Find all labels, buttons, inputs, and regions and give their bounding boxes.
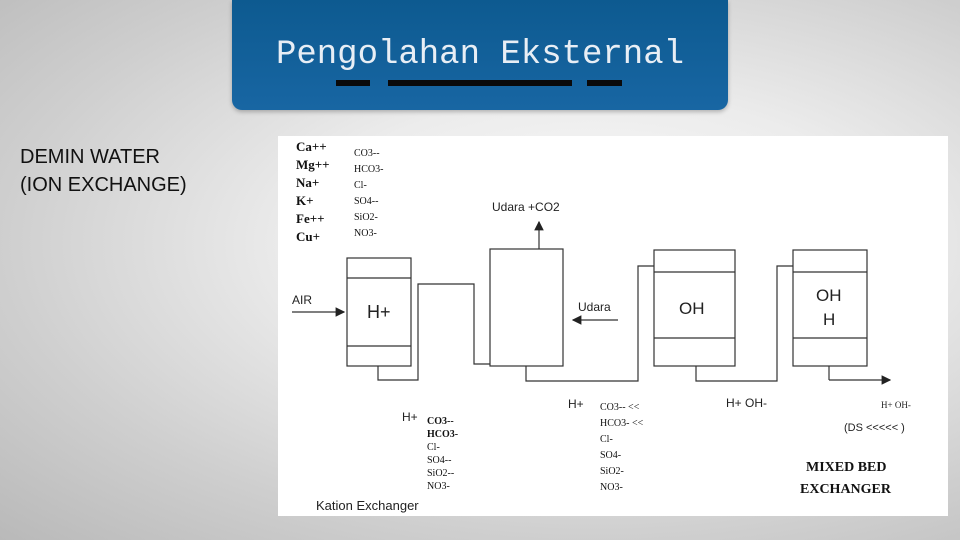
side-label: DEMIN WATER (ION EXCHANGE) (20, 143, 187, 199)
anion-label: NO3- (600, 482, 623, 493)
air-label: AIR (292, 293, 312, 307)
anion-label: Cl- (354, 180, 367, 191)
stream1-anion-list: CO3-- HCO3- (427, 416, 458, 440)
stream3-label: H+ OH- (726, 396, 767, 410)
anion-label: HCO3- (427, 429, 458, 440)
mixed-resin-label-1: OH (816, 286, 842, 305)
stream1-cation: H+ (402, 410, 418, 424)
cation-list: Ca++ Mg++ Na+ K+ Fe++ Cu+ (296, 139, 330, 244)
anion-exchanger-tank (653, 249, 736, 367)
mixed-resin-label-2: H (823, 310, 835, 329)
anion-label: SO4- (600, 450, 621, 461)
mixed-bed-tank (792, 249, 868, 367)
mixed-bed-label-2: EXCHANGER (800, 482, 892, 497)
anion-label: SiO2- (354, 212, 378, 223)
degasser-in-label: Udara (578, 300, 611, 314)
page-title: Pengolahan Eksternal (275, 36, 685, 74)
anion-label: CO3-- (427, 416, 454, 427)
anion-label: NO3- (354, 228, 377, 239)
anion-label: Cl- (427, 442, 440, 453)
cation-label: Ca++ (296, 139, 327, 154)
anion-label: HCO3- (354, 164, 383, 175)
pipe-2 (525, 265, 654, 382)
underline-mark (336, 80, 370, 86)
cation-exchanger-tank (346, 257, 412, 367)
cation-label: Mg++ (296, 157, 330, 172)
pipe-1 (377, 283, 490, 381)
anion-list: CO3-- HCO3- Cl- SO4-- SiO2- NO3- (354, 148, 383, 239)
cation-resin-label: H+ (367, 302, 391, 322)
title-banner: Pengolahan Eksternal (232, 0, 728, 110)
underline-mark (587, 80, 622, 86)
underline-mark (388, 80, 572, 86)
stream4-label: H+ OH- (881, 400, 911, 410)
stream2-anion-list: CO3-- << HCO3- << Cl- SO4- SiO2- NO3- (600, 402, 644, 493)
side-label-line2: (ION EXCHANGE) (20, 174, 187, 196)
cation-label: K+ (296, 193, 314, 208)
anion-label: SO4-- (354, 196, 378, 207)
anion-label: CO3-- << (600, 402, 640, 413)
stream2-cation: H+ (568, 397, 584, 411)
anion-label: SiO2- (600, 466, 624, 477)
mixed-bed-label-1: MIXED BED (806, 460, 887, 475)
anion-label: SiO2-- (427, 468, 454, 479)
degasser-tank (489, 248, 564, 367)
cation-label: Cu+ (296, 229, 320, 244)
cation-label: Fe++ (296, 211, 325, 226)
ion-exchange-diagram: Ca++ Mg++ Na+ K+ Fe++ Cu+ CO3-- HCO3- Cl… (278, 136, 948, 516)
side-label-line1: DEMIN WATER (20, 146, 160, 168)
anion-resin-label: OH (679, 299, 705, 318)
cation-label: Na+ (296, 175, 319, 190)
ds-note: (DS <<<<< ) (844, 422, 905, 434)
anion-label: CO3-- (354, 148, 380, 159)
kation-exchanger-label: Kation Exchanger (316, 498, 419, 513)
degasser-out-label: Udara +CO2 (492, 200, 560, 214)
anion-label: NO3- (427, 481, 450, 492)
anion-label: HCO3- << (600, 418, 644, 429)
pipe-3 (695, 265, 793, 382)
anion-label: SO4-- (427, 455, 451, 466)
anion-label: Cl- (600, 434, 613, 445)
